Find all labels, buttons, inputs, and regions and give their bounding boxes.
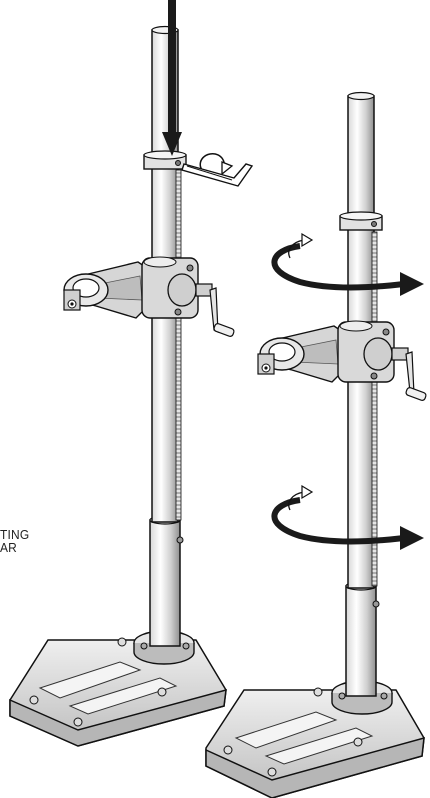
rotate-arrow-lower-icon: [271, 484, 424, 550]
left-drill-holder: [63, 256, 235, 337]
right-stand: [205, 91, 427, 798]
left-collar: [143, 150, 187, 170]
rotate-arrow-upper-icon: [271, 232, 424, 296]
rack-callout-label: TING AR: [0, 528, 55, 554]
right-lower-tube: [345, 585, 377, 697]
hex-key-icon: [181, 163, 254, 187]
left-stand: [9, 0, 254, 747]
left-rack: [175, 169, 182, 521]
right-collar: [339, 211, 383, 231]
left-base: [9, 630, 227, 747]
right-base: [205, 680, 425, 798]
rack-callout-line-2: AR: [0, 540, 17, 555]
right-drill-holder: [257, 320, 427, 401]
left-lower-tube: [149, 519, 181, 647]
down-arrow-icon: [162, 0, 182, 156]
rack-callout-line-1: TING: [0, 527, 30, 542]
right-rack: [371, 231, 378, 587]
